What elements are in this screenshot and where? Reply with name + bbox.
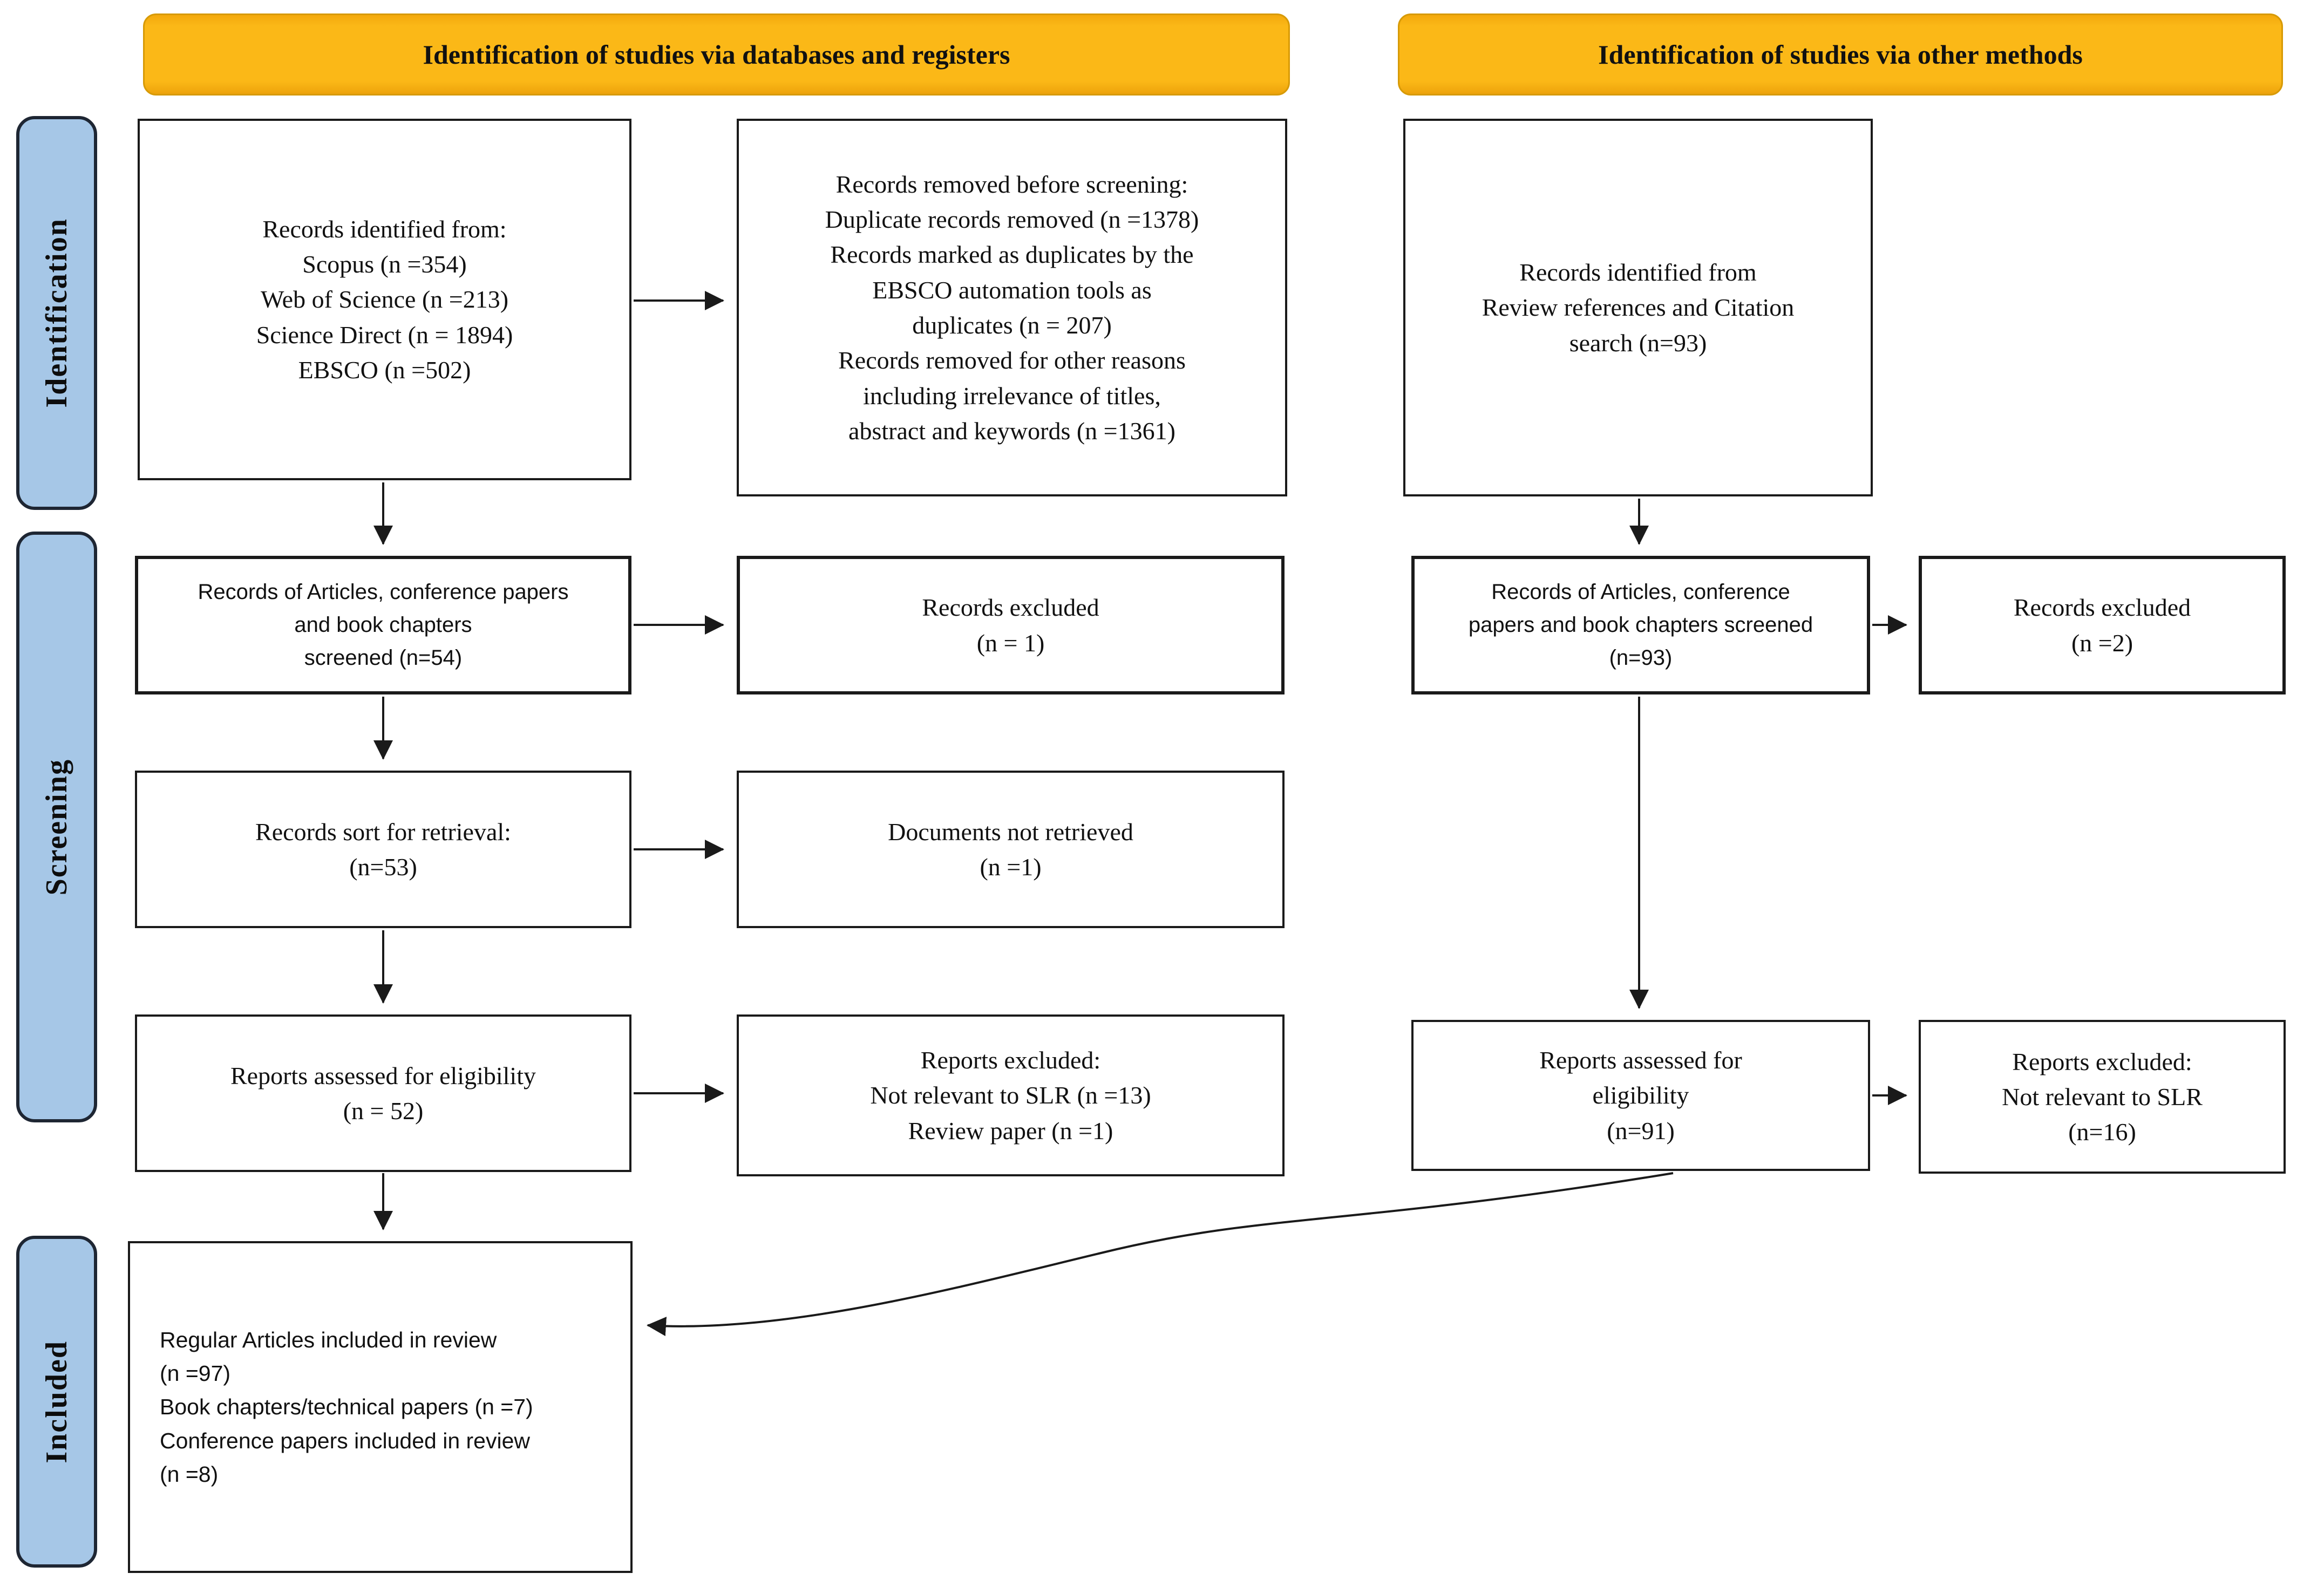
header-other-methods-label: Identification of studies via other meth… [1598, 39, 2083, 70]
box-records-excluded-other: Records excluded (n =2) [1919, 556, 2286, 694]
sidebar-screening: Screening [16, 532, 97, 1122]
box-records-screened-databases: Records of Articles, conference papers a… [135, 556, 631, 694]
box-reports-assessed-other: Reports assessed for eligibility (n=91) [1411, 1020, 1870, 1171]
box-records-sort-retrieval: Records sort for retrieval: (n=53) [135, 771, 631, 928]
box-reports-excluded-other: Reports excluded: Not relevant to SLR (n… [1919, 1020, 2286, 1174]
box-records-removed-before-screening: Records removed before screening: Duplic… [737, 119, 1287, 496]
box-records-identified-other: Records identified from Review reference… [1403, 119, 1873, 496]
arrow-other-eligibility-to-included-curve [647, 1172, 1674, 1337]
box-records-excluded-databases: Records excluded (n = 1) [737, 556, 1285, 694]
box-reports-excluded-databases: Reports excluded: Not relevant to SLR (n… [737, 1014, 1285, 1176]
box-reports-assessed-databases: Reports assessed for eligibility (n = 52… [135, 1014, 631, 1172]
box-documents-not-retrieved: Documents not retrieved (n =1) [737, 771, 1285, 928]
sidebar-screening-label: Screening [40, 758, 73, 896]
sidebar-identification-label: Identification [40, 218, 73, 408]
sidebar-included: Included [16, 1236, 97, 1568]
box-records-screened-other: Records of Articles, conference papers a… [1411, 556, 1870, 694]
header-databases-registers: Identification of studies via databases … [143, 13, 1290, 96]
header-other-methods: Identification of studies via other meth… [1398, 13, 2283, 96]
box-included-in-review: Regular Articles included in review (n =… [128, 1241, 633, 1573]
header-databases-registers-label: Identification of studies via databases … [423, 39, 1010, 70]
box-records-identified-databases: Records identified from: Scopus (n =354)… [138, 119, 631, 480]
sidebar-identification: Identification [16, 116, 97, 510]
sidebar-included-label: Included [40, 1340, 73, 1463]
